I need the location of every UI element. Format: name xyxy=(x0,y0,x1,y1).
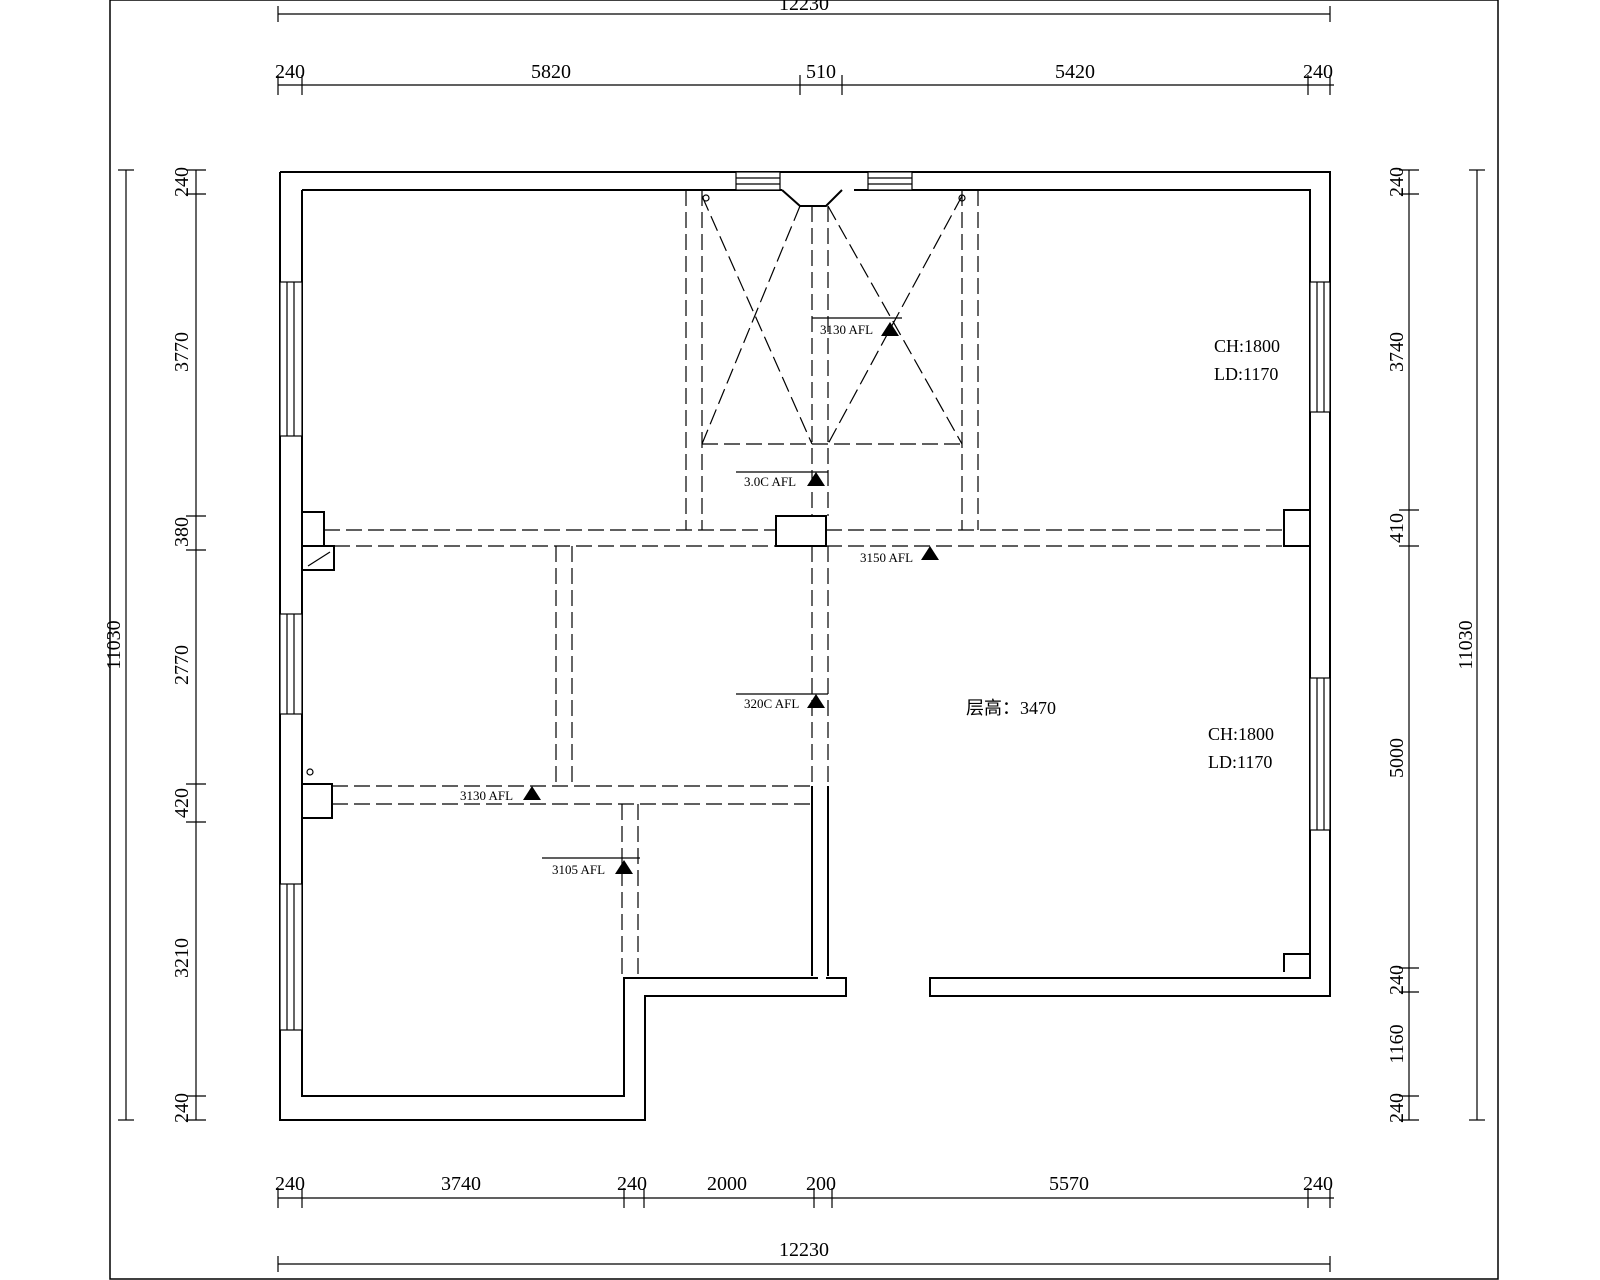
top-windows xyxy=(735,171,913,207)
top-dim-5: 240 xyxy=(1303,61,1333,83)
ceiling-height-bottom: CH:1800 xyxy=(1208,724,1274,744)
elevation-label-2: 3.0C AFL xyxy=(744,474,796,489)
top-dimension-lines xyxy=(277,6,1334,95)
elevation-markers xyxy=(523,317,939,874)
right-dim-6: 1160 xyxy=(1386,1024,1408,1063)
floor-height-note: 层高：3470 xyxy=(966,698,1056,718)
right-dim-7: 240 xyxy=(1386,1093,1408,1123)
left-windows xyxy=(279,281,303,1031)
bottom-dim-2: 3740 xyxy=(441,1173,481,1195)
top-total-dim: 12230 xyxy=(779,0,829,15)
ceiling-beam-dashes xyxy=(324,190,1284,978)
right-total-dim: 11030 xyxy=(1455,620,1477,669)
left-dim-5: 420 xyxy=(171,788,193,818)
elevation-label-3: 3150 AFL xyxy=(860,550,913,565)
top-dim-1: 240 xyxy=(275,61,305,83)
bottom-dim-1: 240 xyxy=(275,1173,305,1195)
right-windows xyxy=(1309,281,1331,831)
bottom-dim-3: 240 xyxy=(617,1173,647,1195)
top-dim-3: 510 xyxy=(806,61,836,83)
right-dim-3: 410 xyxy=(1386,513,1408,543)
elevation-label-5: 3130 AFL xyxy=(460,788,513,803)
bottom-dim-5: 200 xyxy=(806,1173,836,1195)
bottom-total-dim: 12230 xyxy=(779,1239,829,1261)
bottom-dim-6: 5570 xyxy=(1049,1173,1089,1195)
elevation-triangle-5 xyxy=(523,786,541,800)
left-dim-7: 240 xyxy=(171,1093,193,1123)
left-total-dim: 11030 xyxy=(103,620,125,669)
elevation-triangle-6 xyxy=(615,860,633,874)
elevation-triangle-4 xyxy=(807,694,825,708)
bottom-dim-7: 240 xyxy=(1303,1173,1333,1195)
left-dim-4: 2770 xyxy=(171,645,193,685)
elevation-label-1: 3130 AFL xyxy=(820,322,873,337)
elevation-triangle-1 xyxy=(881,322,899,336)
ceiling-height-top: CH:1800 xyxy=(1214,336,1280,356)
left-dim-3: 380 xyxy=(171,517,193,547)
elevation-triangle-2 xyxy=(807,472,825,486)
wall-stubs xyxy=(301,509,1310,976)
right-dim-4: 5000 xyxy=(1386,738,1408,778)
drawing-border xyxy=(109,0,1499,1280)
light-depth-top: LD:1170 xyxy=(1214,364,1278,384)
left-dim-1: 240 xyxy=(171,167,193,197)
elevation-label-4: 320C AFL xyxy=(744,696,799,711)
elevation-triangle-3 xyxy=(921,546,939,560)
left-dim-6: 3210 xyxy=(171,938,193,978)
elevation-label-6: 3105 AFL xyxy=(552,862,605,877)
exterior-walls xyxy=(279,171,1331,1121)
top-dim-2: 5820 xyxy=(531,61,571,83)
right-dim-1: 240 xyxy=(1386,167,1408,197)
bottom-dim-4: 2000 xyxy=(707,1173,747,1195)
left-dimension-lines xyxy=(118,169,206,1121)
right-dimension-lines xyxy=(1399,169,1485,1121)
bottom-dimension-lines xyxy=(277,1188,1334,1272)
light-depth-bottom: LD:1170 xyxy=(1208,752,1272,772)
right-dim-5: 240 xyxy=(1386,965,1408,995)
left-dim-2: 3770 xyxy=(171,332,193,372)
top-dim-4: 5420 xyxy=(1055,61,1095,83)
right-dim-2: 3740 xyxy=(1386,332,1408,372)
